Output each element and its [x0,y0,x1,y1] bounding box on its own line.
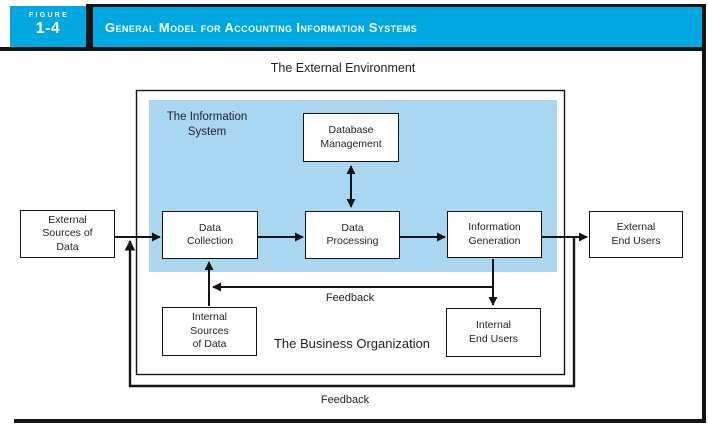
business-organization-label: The Business Organization [273,336,431,351]
node-database-management: Database Management [303,113,399,162]
node-data-processing: Data Processing [305,211,400,259]
feedback-label-external: Feedback [320,394,370,406]
feedback-label-internal: Feedback [325,292,375,304]
node-data-collection: Data Collection [162,211,258,259]
external-environment-label: The External Environment [270,61,416,75]
figure-tag: FIGURE 1-4 [10,6,86,47]
arrow-external-feedback-loop [124,238,576,388]
figure-bottom-border [14,419,706,423]
information-system-label: The Information System [166,111,248,138]
business-organization-boundary [135,89,566,376]
figure-number: 1-4 [35,20,61,37]
figure-title-bar: General Model for Accounting Information… [93,4,702,47]
node-internal-sources-of-data: Internal Sources of Data [162,307,257,356]
node-external-end-users: External End Users [589,211,683,258]
header-divider [86,4,93,47]
figure-right-border [702,4,706,423]
node-external-sources-of-data: External Sources of Data [20,210,115,258]
figure-title: General Model for Accounting Information… [105,19,418,35]
node-information-generation: Information Generation [447,211,542,258]
figure-label: FIGURE [28,12,70,19]
node-internal-end-users: Internal End Users [446,308,541,357]
header-underline [0,47,706,51]
